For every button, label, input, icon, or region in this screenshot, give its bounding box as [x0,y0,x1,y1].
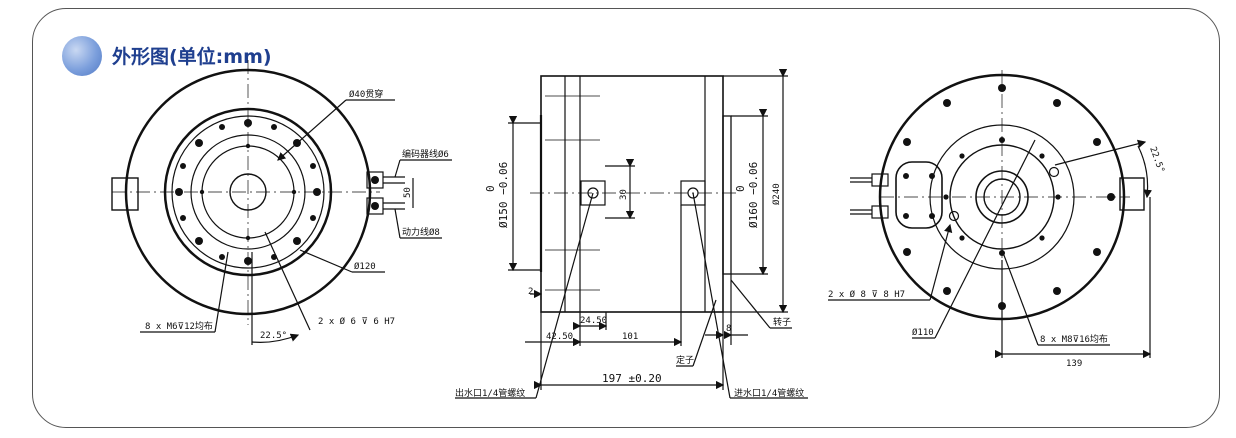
d150-label: Ø150 −0.06 [497,162,510,228]
rear-view-holes [903,84,1115,310]
dim-2-label: 2 [528,287,533,297]
d110-label: Ø110 [912,327,934,338]
pin-holes-left-label: 2 x Ø 6 ⊽ 6 H7 [318,316,395,327]
dim-101-label: 101 [622,332,638,342]
dim-30-label: 30 [619,189,629,200]
dim-139-label: 139 [1066,359,1082,369]
dim-197-label: 197 ±0.20 [602,372,662,385]
drawing-frame [32,8,1220,428]
d240-label: Ø240 [771,183,782,205]
rear-view [828,70,1152,359]
power-wire-label: 动力线Ø8 [402,226,440,238]
angle-right-label: 22.5° [1147,146,1166,175]
d120-label: Ø120 [354,261,376,272]
screws-right-label: 8 x M8⊽16均布 [1040,333,1108,345]
d160-label: Ø160 −0.06 [747,162,760,228]
encoder-wire-label: 编码器线Ø6 [402,148,449,160]
screws-left-label: 8 x M6⊽12均布 [145,320,213,332]
dimension-labels: Ø40贯穿 编码器线Ø6 50 动力线Ø8 Ø120 2 x Ø 6 ⊽ 6 H… [145,88,1166,399]
front-view [111,60,452,345]
stator-label: 定子 [676,354,694,366]
water-in-label: 进水口1/4管螺纹 [734,387,804,399]
dim-42-5-label: 42.50 [546,332,573,342]
rotor-label: 转子 [773,316,791,328]
front-view-holes [175,119,379,265]
pin-holes-right-label: 2 x Ø 8 ⊽ 8 H7 [828,289,905,300]
bore-label: Ø40贯穿 [349,88,383,100]
left-lug [111,177,139,211]
angle-left-label: 22.5° [260,331,287,341]
water-out-label: 出水口1/4管螺纹 [455,387,525,399]
title-bullet-icon [62,36,102,76]
page-title: 外形图(单位:mm) [112,46,272,68]
dim-24-5-label: 24.50 [580,316,607,326]
d150-zero-label: 0 [484,185,497,192]
dim-50-label: 50 [403,187,413,198]
stator-body [540,75,724,313]
connector-box [895,161,943,229]
d160-zero-label: 0 [734,185,747,192]
rotor-flange [722,115,732,275]
side-view [455,68,808,399]
dim-8-label: 8 [726,324,731,334]
